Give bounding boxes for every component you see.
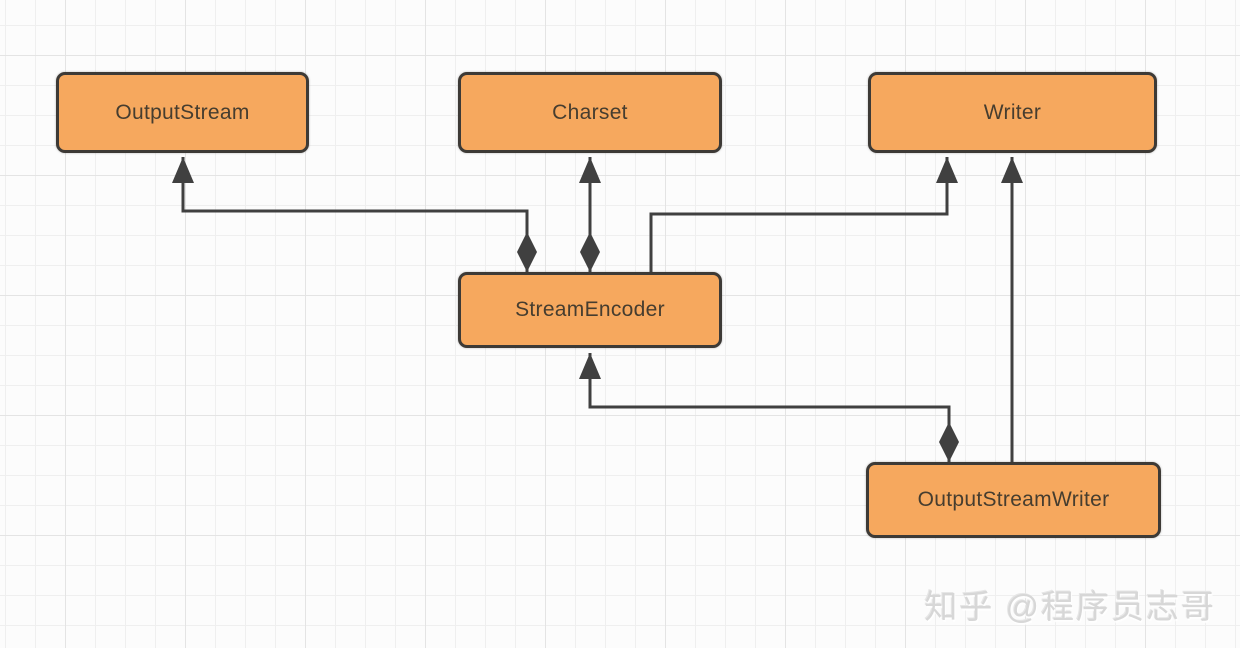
class-node-label: Charset bbox=[552, 100, 628, 124]
edge-streamencoder-writer bbox=[649, 157, 958, 272]
class-node-label: Writer bbox=[983, 100, 1042, 124]
class-node-charset: Charset bbox=[458, 72, 722, 153]
class-node-outputstream: OutputStream bbox=[56, 72, 309, 153]
class-node-label: OutputStreamWriter bbox=[917, 488, 1110, 511]
class-node-streamencoder: StreamEncoder bbox=[458, 272, 722, 348]
class-node-outputstreamwriter: OutputStreamWriter bbox=[866, 462, 1161, 538]
class-node-label: OutputStream bbox=[115, 100, 250, 124]
edge-outputstreamwriter-streamencoder bbox=[579, 353, 959, 462]
watermark: 知乎 @程序员志哥 bbox=[924, 588, 1216, 625]
class-node-label: StreamEncoder bbox=[515, 298, 665, 321]
edge-streamencoder-outputstream bbox=[172, 157, 537, 272]
class-node-writer: Writer bbox=[868, 72, 1157, 153]
